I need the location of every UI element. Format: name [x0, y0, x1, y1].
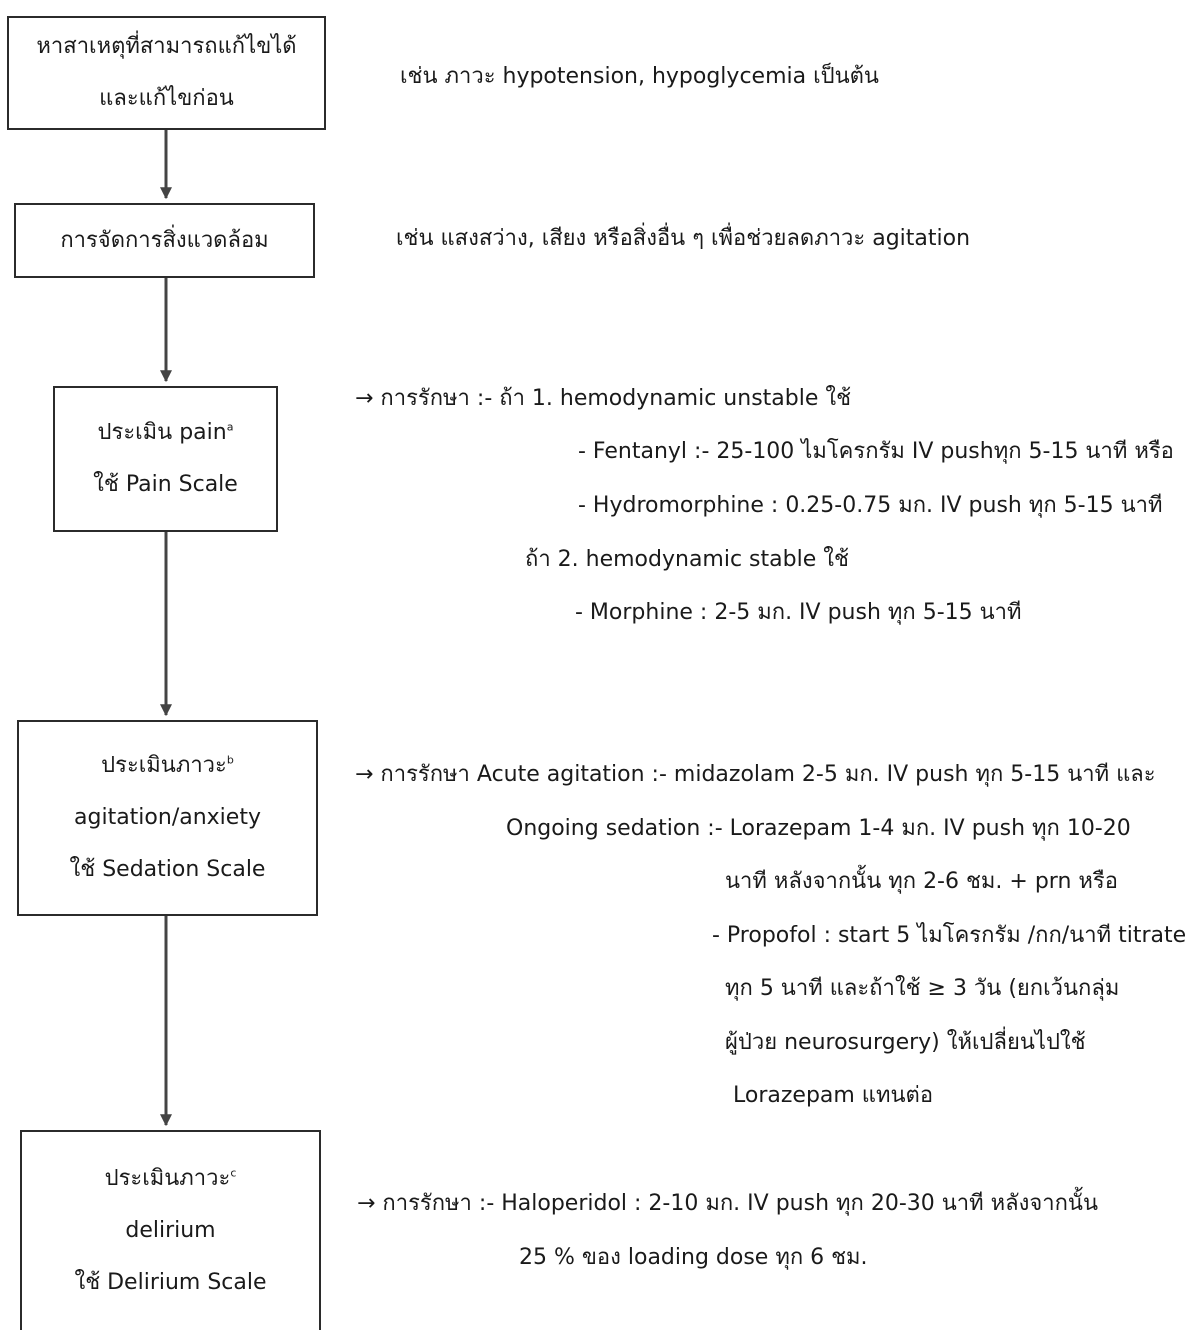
step5-line2: delirium — [125, 1218, 216, 1243]
pain-treatment-line5: - Morphine : 2-5 มก. IV push ทุก 5-15 นา… — [575, 600, 1022, 625]
agitation-treatment-line3: นาที หลังจากนั้น ทุก 2-6 ชม. + prn หรือ — [725, 869, 1118, 894]
footnote-c: c — [230, 1166, 237, 1180]
delirium-treatment-line2: 25 % ของ loading dose ทุก 6 ชม. — [519, 1245, 868, 1270]
agitation-treatment-line6: ผู้ป่วย neurosurgery) ให้เปลี่ยนไปใช้ — [725, 1030, 1086, 1055]
step-box-pain: ประเมิน paina ใช้ Pain Scale — [53, 386, 278, 532]
pain-treatment-line1: → การรักษา :- ถ้า 1. hemodynamic unstabl… — [355, 386, 852, 411]
step-box-agitation: ประเมินภาวะb agitation/anxiety ใช้ Sedat… — [17, 720, 318, 916]
footnote-a: a — [226, 420, 234, 434]
pain-treatment-line3: - Hydromorphine : 0.25-0.75 มก. IV push … — [578, 493, 1163, 518]
delirium-treatment-line1: → การรักษา :- Haloperidol : 2-10 มก. IV … — [357, 1191, 1098, 1216]
step4-line3: ใช้ Sedation Scale — [69, 857, 266, 882]
agitation-treatment-line7: Lorazepam แทนต่อ — [733, 1083, 934, 1108]
step-box-find-cause: หาสาเหตุที่สามารถแก้ไขได้ และแก้ไขก่อน — [7, 16, 326, 130]
agitation-treatment-line5: ทุก 5 นาที และถ้าใช้ ≥ 3 วัน (ยกเว้นกลุ่… — [725, 976, 1120, 1001]
step2-line1: การจัดการสิ่งแวดล้อม — [60, 227, 269, 253]
step-box-environment: การจัดการสิ่งแวดล้อม — [14, 203, 315, 278]
step1-line2: และแก้ไขก่อน — [99, 86, 234, 111]
step2-note: เช่น แสงสว่าง, เสียง หรือสิ่งอื่น ๆ เพื่… — [396, 226, 971, 251]
step3-line1: ประเมิน paina — [97, 420, 234, 445]
pain-treatment-line2: - Fentanyl :- 25-100 ไมโครกรัม IV pushทุ… — [578, 439, 1174, 464]
step-box-delirium: ประเมินภาวะc delirium ใช้ Delirium Scale — [20, 1130, 321, 1330]
step4-line1: ประเมินภาวะb — [101, 753, 234, 778]
agitation-treatment-line2: Ongoing sedation :- Lorazepam 1-4 มก. IV… — [506, 816, 1131, 841]
pain-treatment-line4: ถ้า 2. hemodynamic stable ใช้ — [525, 547, 849, 572]
footnote-b: b — [226, 753, 234, 767]
agitation-treatment-line4: - Propofol : start 5 ไมโครกรัม /กก/นาที … — [712, 923, 1187, 948]
step1-line1: หาสาเหตุที่สามารถแก้ไขได้ — [36, 34, 297, 59]
step5-line3: ใช้ Delirium Scale — [74, 1270, 267, 1295]
step4-line2: agitation/anxiety — [74, 805, 261, 830]
step5-line1: ประเมินภาวะc — [104, 1166, 237, 1191]
step3-line2: ใช้ Pain Scale — [93, 472, 238, 497]
step1-note: เช่น ภาวะ hypotension, hypoglycemia เป็น… — [400, 64, 879, 89]
agitation-treatment-line1: → การรักษา Acute agitation :- midazolam … — [355, 762, 1156, 787]
